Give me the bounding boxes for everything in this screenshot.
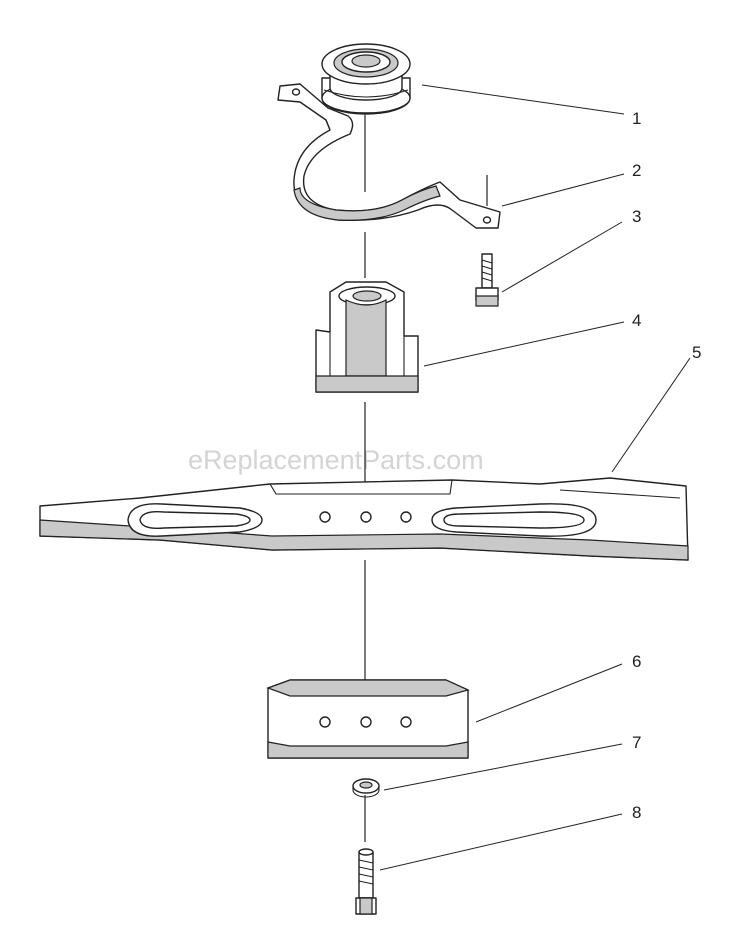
idler-pulley-icon (321, 43, 411, 115)
callout-5: 5 (692, 343, 701, 362)
mower-blade-icon (39, 477, 689, 561)
callout-8: 8 (632, 803, 641, 822)
blade-adapter-icon (315, 281, 419, 393)
washer-icon (352, 778, 380, 798)
screw-icon (475, 253, 499, 307)
blade-stiffener-icon (266, 679, 470, 759)
watermark-text: eReplacementParts.com (188, 445, 484, 475)
blade-bolt-icon (355, 848, 377, 915)
callout-2: 2 (632, 161, 641, 180)
callout-4: 4 (632, 311, 641, 330)
callout-1: 1 (632, 109, 641, 128)
idler-arm-bracket-icon (277, 83, 501, 229)
callout-3: 3 (632, 207, 641, 226)
callout-7: 7 (632, 733, 641, 752)
callout-numbers: 1 2 3 4 5 6 7 8 (632, 109, 701, 822)
callout-6: 6 (632, 652, 641, 671)
leader-lines (379, 84, 691, 871)
